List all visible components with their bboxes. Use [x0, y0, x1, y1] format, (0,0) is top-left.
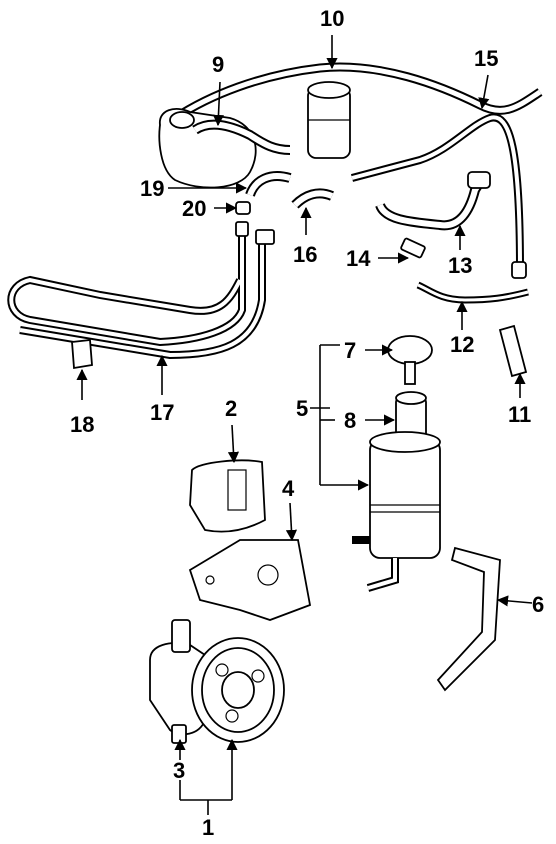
reservoir-part-5: [352, 431, 441, 592]
line-assembly-part-17: [7, 221, 275, 360]
clip-part-18: [71, 339, 93, 370]
callout-8: 8: [344, 408, 356, 433]
callout-16: 16: [293, 242, 317, 267]
callout-1: 1: [202, 815, 214, 840]
callout-9: 9: [212, 52, 224, 77]
hose-part-16: [291, 188, 334, 209]
callout-19: 19: [140, 176, 164, 201]
callout-17: 17: [150, 400, 174, 425]
callout-11: 11: [508, 402, 531, 427]
callout-18: 18: [70, 412, 94, 437]
upper-reservoir: [307, 81, 351, 159]
callout-3: 3: [173, 758, 185, 783]
pressure-line-part-15: [350, 113, 527, 279]
hose-part-9: [192, 119, 291, 155]
bracket-part-6: [436, 546, 501, 692]
bracket-part-11: [498, 324, 528, 378]
callout-14: 14: [346, 246, 371, 271]
bracket-part-4: [188, 539, 312, 621]
callout-7: 7: [344, 338, 356, 363]
fitting-part-14: [400, 237, 426, 259]
callout-10: 10: [320, 6, 344, 31]
cap-part-7: [387, 335, 433, 385]
callout-5: 5: [296, 396, 308, 421]
callout-4: 4: [282, 476, 295, 501]
filter-part-8: [395, 391, 427, 439]
callout-6: 6: [532, 592, 544, 617]
bracket-part-2: [189, 459, 266, 533]
callout-20: 20: [182, 196, 206, 221]
hose-part-13: [375, 171, 491, 231]
callout-12: 12: [450, 332, 474, 357]
callout-15: 15: [474, 46, 498, 71]
return-hose-part-10: [172, 62, 543, 122]
callout-labels: 1 2 3 4 5 6 7 8 9 10 11 12 13 14 15 16 1…: [70, 6, 544, 840]
callout-13: 13: [448, 253, 472, 278]
hose-part-19: [245, 171, 292, 197]
line-part-12: [416, 281, 529, 304]
clamp-part-20: [235, 201, 251, 215]
pump-assembly-part-1: [149, 619, 285, 744]
leader-lines: [76, 35, 533, 815]
callout-2: 2: [225, 396, 237, 421]
